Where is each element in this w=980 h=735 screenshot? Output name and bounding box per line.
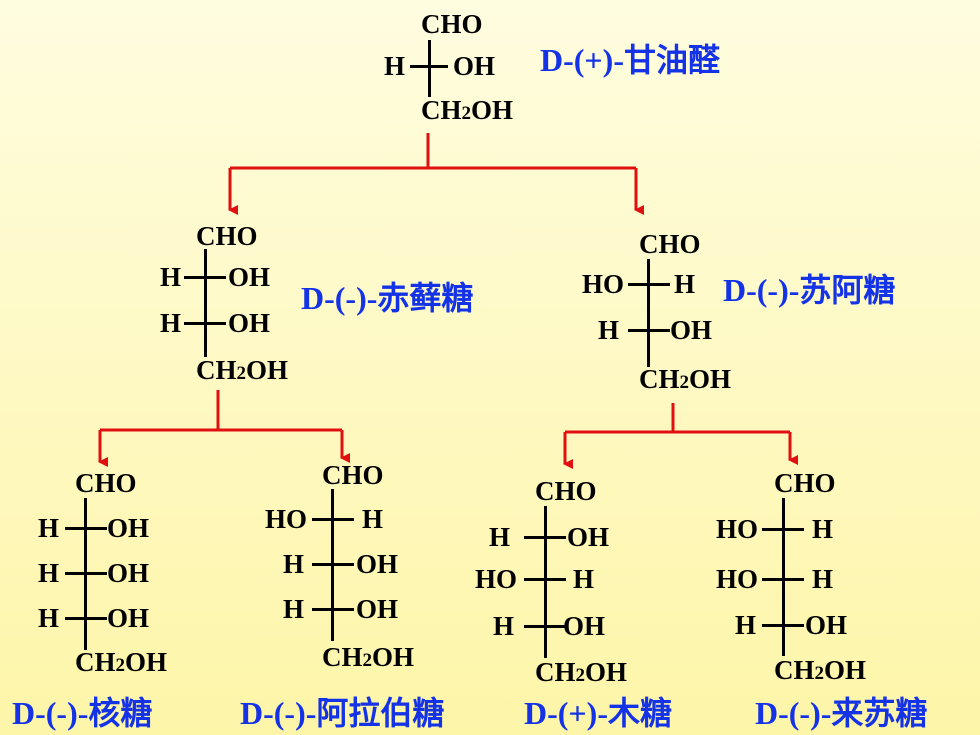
substituent-left: HO bbox=[716, 514, 759, 544]
substituent-right: OH bbox=[107, 513, 150, 543]
substituent-left: H bbox=[489, 522, 511, 552]
substituent-left: H bbox=[598, 315, 620, 345]
substituent-left: H bbox=[283, 594, 305, 624]
compound-name: D-(-)-赤藓糖 bbox=[301, 280, 474, 316]
substituent-left: H bbox=[160, 262, 182, 292]
formula-top: CHO bbox=[421, 9, 483, 39]
formula-bottom: CH2OH bbox=[639, 364, 732, 394]
formula-top: CHO bbox=[639, 229, 701, 259]
substituent-left: H bbox=[735, 610, 757, 640]
substituent-left: H bbox=[38, 558, 60, 588]
substituent-right: OH bbox=[453, 51, 496, 81]
bond-row-3 bbox=[524, 625, 566, 628]
bond-row-2 bbox=[628, 329, 670, 332]
substituent-right: OH bbox=[228, 308, 271, 338]
substituent-left: H bbox=[160, 308, 182, 338]
compound-name: D-(-)-阿拉伯糖 bbox=[240, 695, 445, 731]
bond-row-1 bbox=[65, 527, 107, 530]
substituent-left: H bbox=[38, 513, 60, 543]
formula-top: CHO bbox=[196, 221, 258, 251]
substituent-right: OH bbox=[228, 262, 271, 292]
bond-row-2 bbox=[65, 572, 107, 575]
compound-name: D-(+)-甘油醛 bbox=[540, 42, 720, 78]
carbon-backbone bbox=[782, 498, 785, 656]
carbon-backbone bbox=[204, 249, 207, 357]
compound-name: D-(-)-苏阿糖 bbox=[723, 272, 896, 308]
formula-top: CHO bbox=[535, 476, 597, 506]
substituent-right: OH bbox=[670, 315, 713, 345]
substituent-right: H bbox=[362, 504, 384, 534]
substituent-left: H bbox=[283, 549, 305, 579]
bond-row-2 bbox=[312, 563, 354, 566]
compound-name: D-(-)-核糖 bbox=[12, 695, 153, 731]
substituent-left: H bbox=[38, 603, 60, 633]
bond-row-3 bbox=[312, 608, 354, 611]
substituent-left: H bbox=[384, 51, 406, 81]
substituent-left: HO bbox=[716, 564, 759, 594]
substituent-left: HO bbox=[265, 504, 308, 534]
substituent-right: H bbox=[812, 564, 834, 594]
compound-name: D-(-)-来苏糖 bbox=[755, 695, 928, 731]
substituent-left: H bbox=[493, 611, 515, 641]
formula-bottom: CH2OH bbox=[774, 655, 867, 685]
substituent-right: OH bbox=[107, 558, 150, 588]
carbon-backbone bbox=[428, 40, 431, 97]
bond-row-1 bbox=[410, 65, 448, 68]
formula-top: CHO bbox=[774, 468, 836, 498]
bond-row-2 bbox=[184, 322, 226, 325]
formula-top: CHO bbox=[322, 460, 384, 490]
carbon-backbone bbox=[544, 506, 547, 658]
substituent-right: OH bbox=[805, 610, 848, 640]
compound-name: D-(+)-木糖 bbox=[524, 695, 672, 731]
bond-row-1 bbox=[184, 276, 226, 279]
bond-row-1 bbox=[312, 518, 354, 521]
substituent-right: OH bbox=[107, 603, 150, 633]
formula-top: CHO bbox=[75, 468, 137, 498]
formula-bottom: CH2OH bbox=[421, 95, 514, 125]
bond-row-2 bbox=[524, 578, 566, 581]
bond-row-3 bbox=[65, 617, 107, 620]
formula-bottom: CH2OH bbox=[75, 647, 168, 677]
substituent-right: H bbox=[812, 514, 834, 544]
substituent-left: HO bbox=[475, 564, 518, 594]
bond-row-2 bbox=[762, 578, 804, 581]
substituent-right: H bbox=[573, 564, 595, 594]
formula-bottom: CH2OH bbox=[322, 642, 415, 672]
substituent-right: OH bbox=[563, 611, 606, 641]
bond-row-3 bbox=[762, 624, 804, 627]
substituent-right: H bbox=[674, 269, 696, 299]
carbon-backbone bbox=[647, 259, 650, 367]
substituent-right: OH bbox=[356, 594, 399, 624]
formula-bottom: CH2OH bbox=[196, 355, 289, 385]
bond-row-1 bbox=[762, 528, 804, 531]
substituent-left: HO bbox=[582, 269, 625, 299]
formula-bottom: CH2OH bbox=[535, 657, 628, 687]
bond-row-1 bbox=[524, 536, 566, 539]
bond-row-1 bbox=[628, 283, 670, 286]
substituent-right: OH bbox=[356, 549, 399, 579]
substituent-right: OH bbox=[567, 522, 610, 552]
